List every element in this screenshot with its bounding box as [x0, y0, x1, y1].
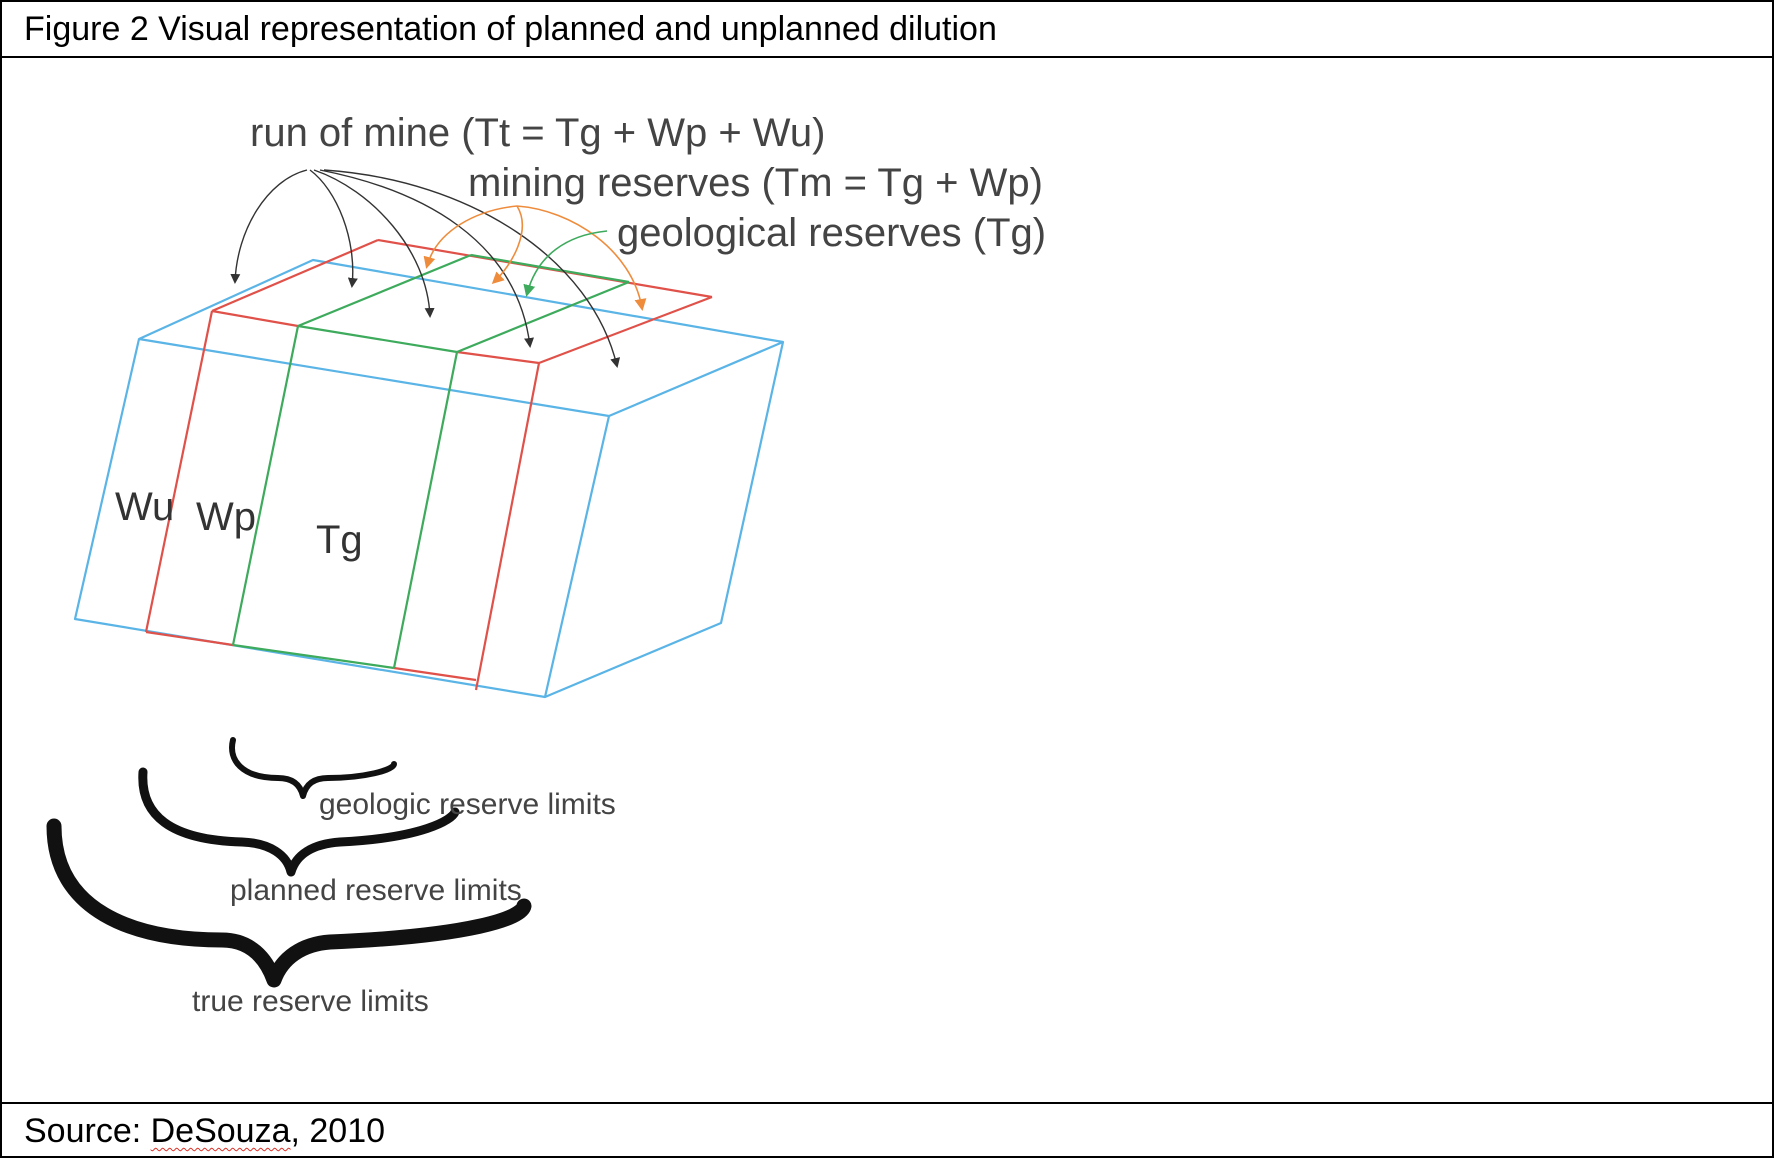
geologic-top-back: [470, 253, 630, 284]
zone-label-tg: Tg: [316, 518, 363, 562]
geologic-boundary-left: [231, 325, 300, 646]
rom-arrow-2: [309, 169, 358, 288]
block-outer-outline: [73, 258, 785, 699]
geologic-bottom: [232, 643, 395, 670]
run-of-mine-arrows: [230, 169, 621, 368]
figure-title: Figure 2 Visual representation of planne…: [24, 10, 997, 48]
figure-title-row: Figure 2 Visual representation of planne…: [2, 2, 1772, 58]
limit-braces: [46, 737, 532, 988]
mining-arrow-right: [516, 205, 647, 311]
planned-top-front-right: [456, 350, 540, 365]
source-prefix: Source:: [24, 1112, 151, 1150]
geological-reserves-arrow: [523, 230, 608, 297]
zone-label-wu: Wu: [115, 485, 174, 529]
true-reserve-limits-label: true reserve limits: [192, 985, 429, 1018]
dilution-diagram: run of mine (Tt = Tg + Wp + Wu) mining r…: [46, 111, 1046, 1018]
true-limits-brace: [46, 818, 532, 988]
figure-source-row: Source: DeSouza, 2010: [2, 1102, 1772, 1158]
source-year: , 2010: [290, 1112, 386, 1150]
planned-top-right-edge: [538, 295, 713, 365]
mining-reserves-arrows: [423, 205, 647, 311]
rom-arrow-1: [230, 169, 308, 284]
geologic-top-right-edge: [456, 280, 630, 354]
planned-top-front: [211, 309, 299, 328]
zone-label-wp: Wp: [196, 495, 256, 539]
rom-arrow-3: [313, 169, 435, 318]
geologic-top-front: [297, 324, 458, 354]
planned-bottom-left: [145, 630, 234, 647]
planned-top-left-edge: [211, 238, 379, 313]
mining-reserves-label: mining reserves (Tm = Tg + Wp): [468, 161, 1043, 205]
geologic-reserve-limits-label: geologic reserve limits: [319, 788, 616, 821]
mining-arrow-center: [491, 205, 523, 285]
planned-bottom-right: [393, 666, 477, 682]
geologic-top-left-edge: [297, 253, 472, 328]
rom-arrow-5: [323, 169, 621, 368]
geologic-boundary-right: [392, 351, 459, 669]
planned-reserve-limits-label: planned reserve limits: [230, 874, 522, 907]
mining-arrow-left: [423, 205, 518, 269]
planned-boundary-left: [144, 310, 214, 633]
geologic-limits-brace: [229, 737, 397, 799]
geological-reserves-label: geological reserves (Tg): [617, 211, 1046, 255]
figure-source: Source: DeSouza, 2010: [24, 1112, 385, 1151]
planned-limits-brace: [138, 767, 460, 877]
planned-boundary-right: [474, 362, 541, 691]
source-author: DeSouza: [150, 1112, 291, 1150]
run-of-mine-label: run of mine (Tt = Tg + Wp + Wu): [250, 111, 825, 155]
